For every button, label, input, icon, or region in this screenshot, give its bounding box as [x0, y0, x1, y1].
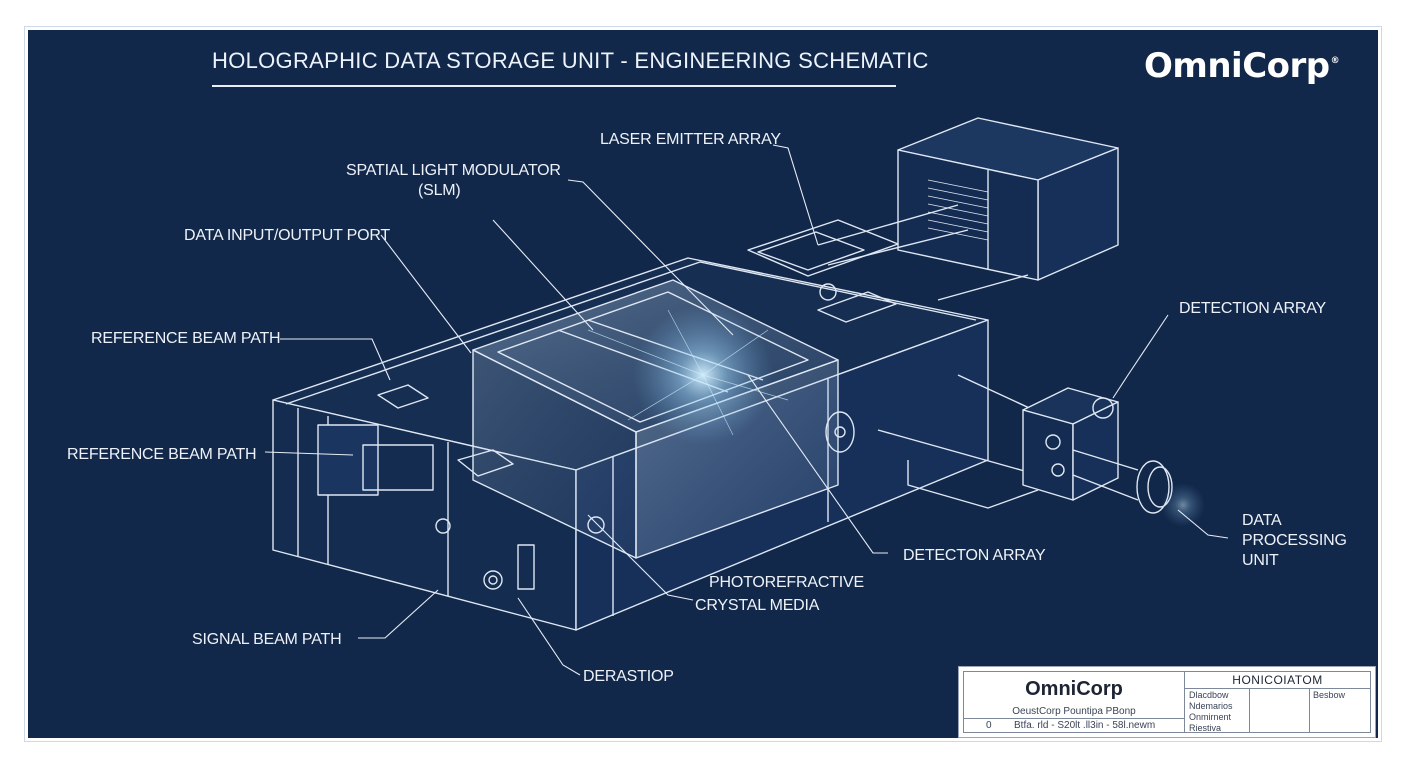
label-dpu-line3: UNIT: [1242, 552, 1279, 569]
title-block-right-header: HONICOIATOM: [1185, 672, 1370, 689]
label-reference-beam-path-upper: REFERENCE BEAM PATH: [91, 330, 281, 347]
label-dpu-line2: PROCESSING: [1242, 532, 1347, 549]
registered-mark: ®: [1330, 56, 1340, 66]
label-photorefractive-line1: PHOTOREFRACTIVE: [709, 574, 864, 591]
logo-text: OmniCorp: [1144, 46, 1330, 86]
title-block-side-label: Besbow: [1313, 690, 1346, 700]
title-block-footer-text: Btfa. rld - S20lt .ll3in - 58l.newm: [1014, 720, 1156, 731]
front-panel-drawing: [317, 384, 605, 590]
label-data-io-port: DATA INPUT/OUTPUT PORT: [184, 227, 390, 244]
title-block-column-divider: [1309, 688, 1310, 733]
device-schematic: [264, 117, 1229, 676]
title-block-row: Ndemarios: [1189, 701, 1233, 711]
title-block-logo: OmniCorp: [1025, 678, 1123, 700]
label-derastiop: DERASTIOP: [583, 668, 674, 685]
title-block-row: Onmirnent: [1189, 712, 1232, 722]
title-underline: [212, 85, 896, 87]
light-rays: [587, 309, 789, 436]
label-laser-emitter-array: LASER EMITTER ARRAY: [600, 131, 781, 148]
title-block-company-cell: OmniCorp OeustCorp Pountipa PBonp 0 Btfa…: [963, 671, 1185, 733]
label-reference-beam-path-lower: REFERENCE BEAM PATH: [67, 446, 257, 463]
title-block-row: Riestiva: [1189, 723, 1222, 733]
drawing-title-block: OmniCorp OeustCorp Pountipa PBonp 0 Btfa…: [958, 666, 1376, 738]
label-slm-line2: (SLM): [418, 182, 461, 199]
omnicorp-logo: OmniCorp®: [1144, 46, 1340, 86]
title-block-info-cell: HONICOIATOM Dlacdbow Ndemarios Onmirnent…: [1185, 671, 1371, 733]
label-slm-line1: SPATIAL LIGHT MODULATOR: [346, 162, 561, 179]
title-block-column-divider: [1249, 688, 1250, 733]
schematic-sheet: HOLOGRAPHIC DATA STORAGE UNIT - ENGINEER…: [24, 26, 1382, 742]
title-block-subtitle: OeustCorp Pountipa PBonp: [1012, 706, 1136, 717]
title-block-footer: 0 Btfa. rld - S20lt .ll3in - 58l.newm: [964, 718, 1184, 734]
label-photorefractive-line2: CRYSTAL MEDIA: [695, 597, 820, 614]
title-block-rows: Dlacdbow Ndemarios Onmirnent Riestiva: [1189, 690, 1233, 734]
detector-assembly-drawing: [825, 374, 1173, 514]
leader-lines: [264, 144, 1229, 676]
schematic-title: HOLOGRAPHIC DATA STORAGE UNIT - ENGINEER…: [212, 48, 929, 73]
label-dpu-line1: DATA: [1242, 512, 1282, 529]
label-detection-array-center: DETECTON ARRAY: [903, 547, 1046, 564]
label-detection-array-right: DETECTION ARRAY: [1179, 300, 1326, 317]
title-block-row: Dlacdbow: [1189, 690, 1229, 700]
laser-emitter-box-drawing: [817, 117, 1119, 301]
title-block-footer-number: 0: [986, 720, 992, 731]
label-signal-beam-path: SIGNAL BEAM PATH: [192, 631, 342, 648]
